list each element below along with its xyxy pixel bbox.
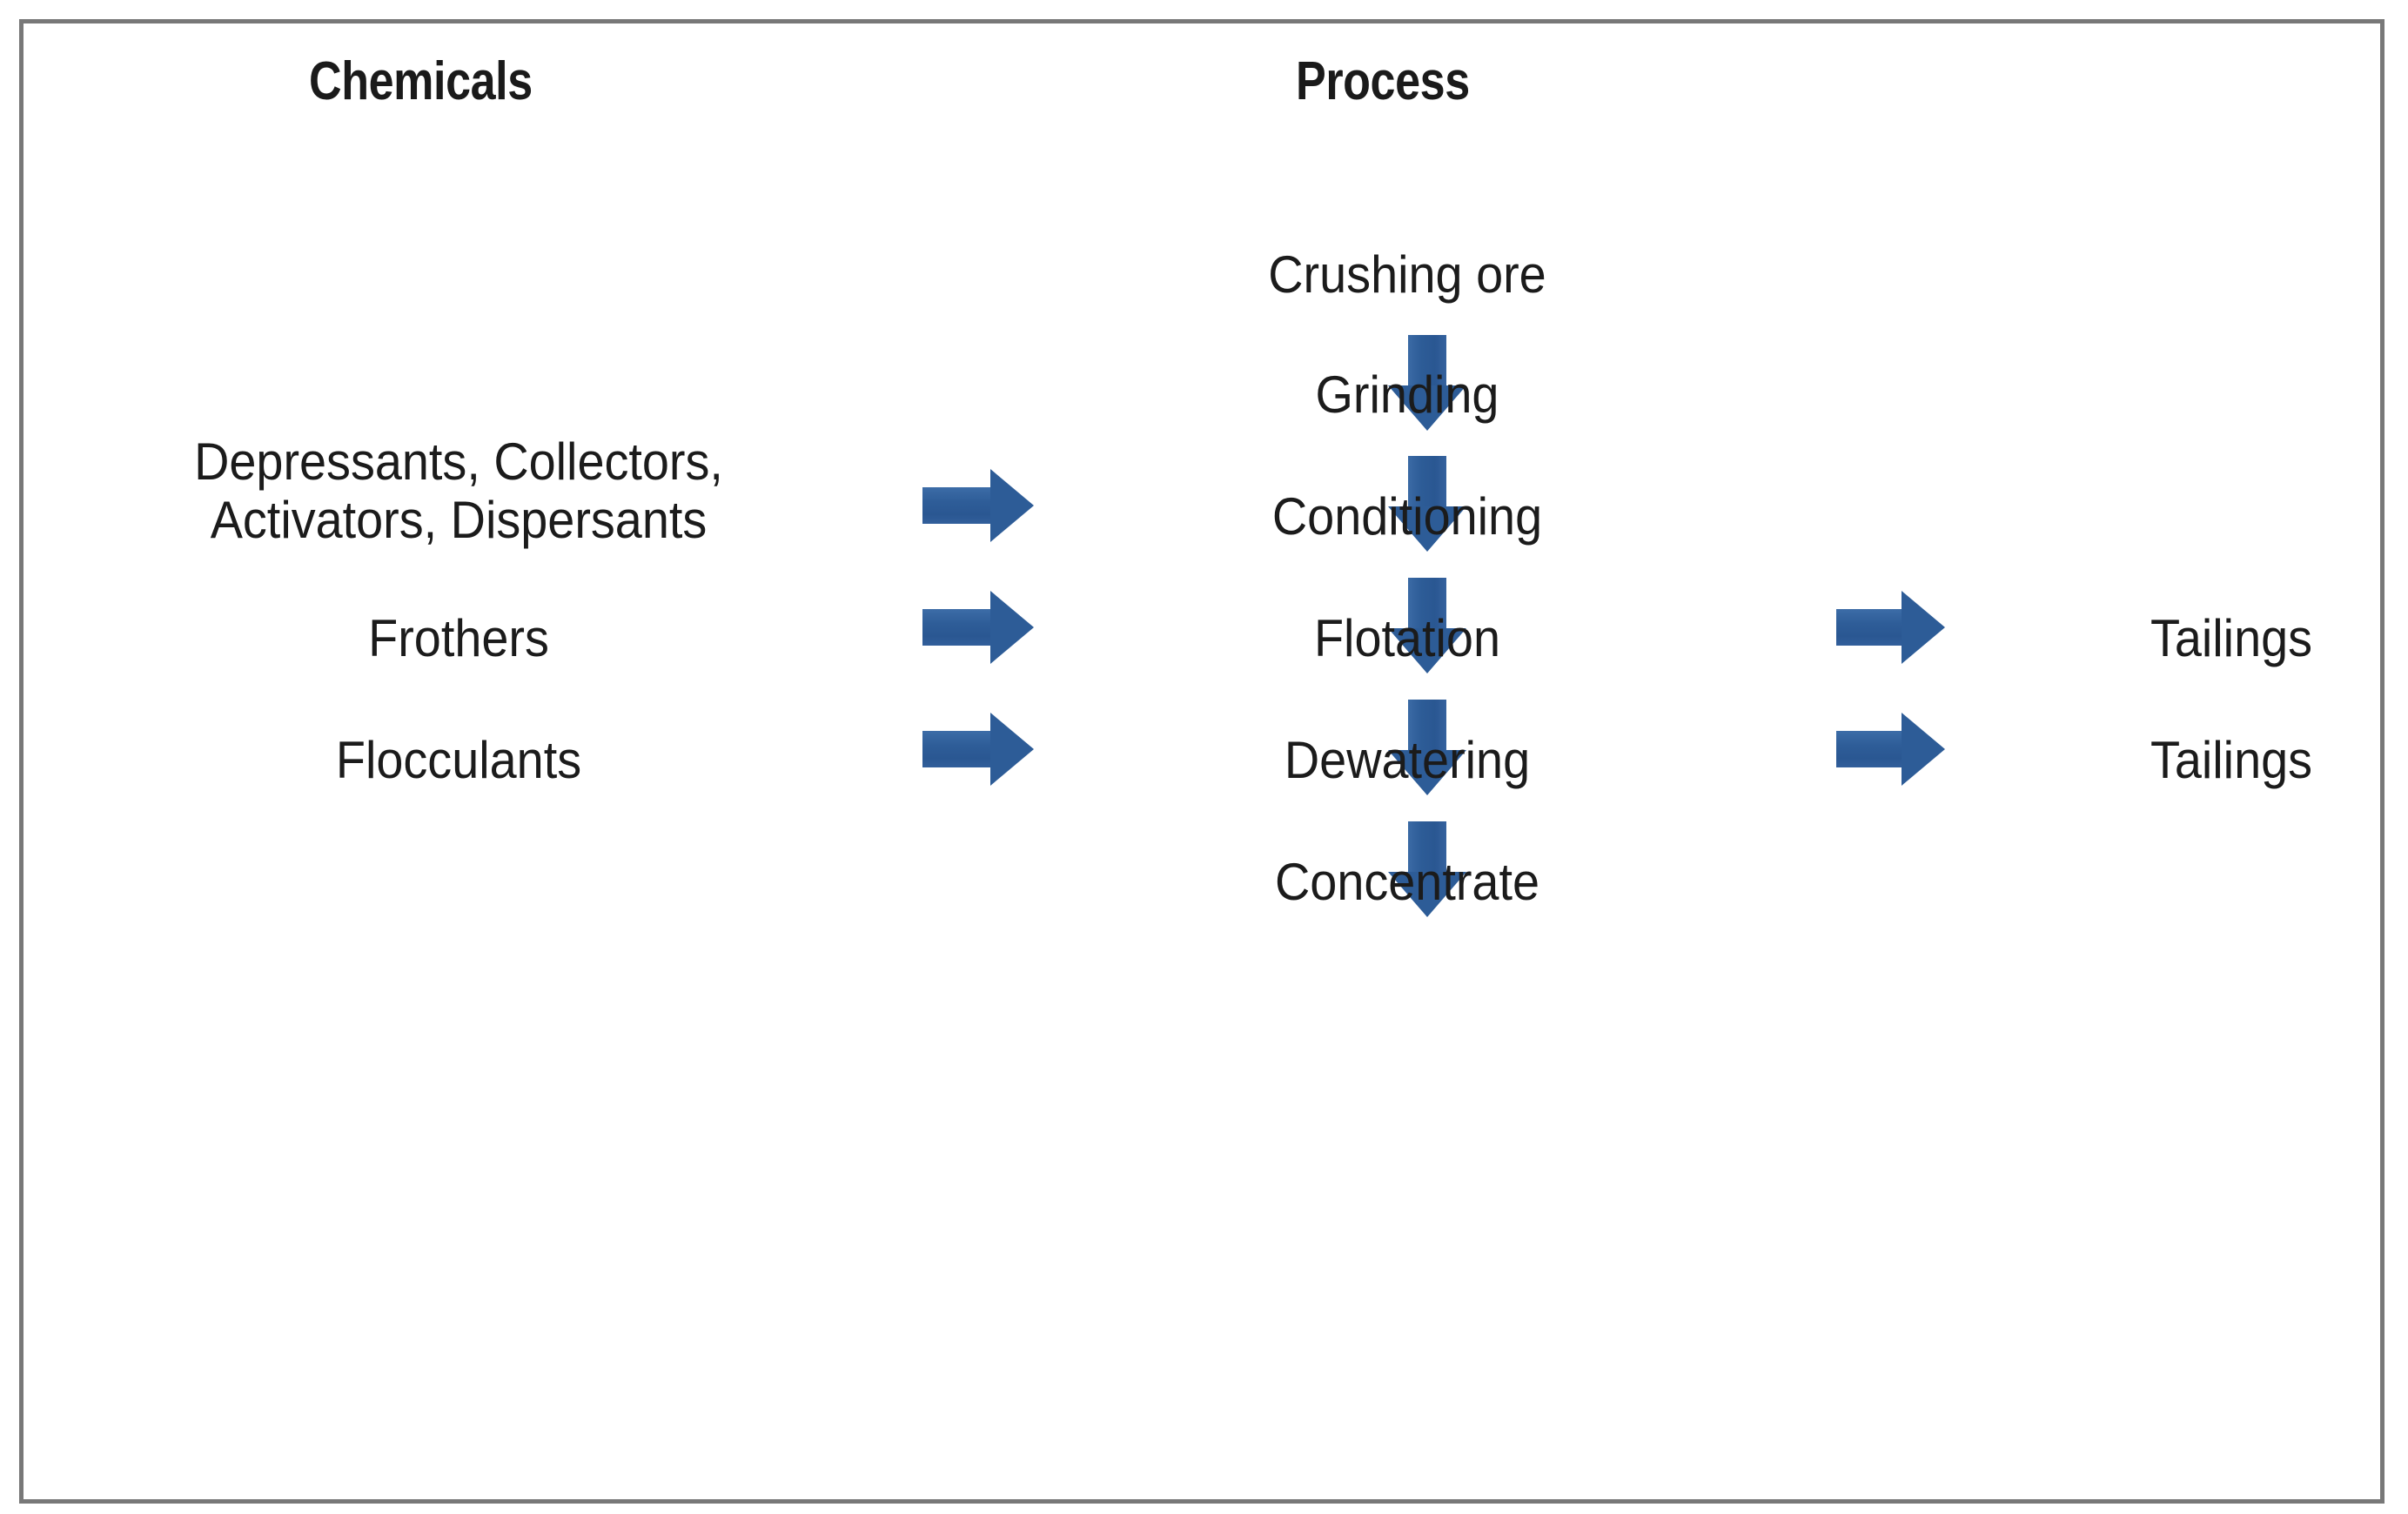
arrow-down-icon-flotation-to-dewatering	[1388, 700, 1466, 795]
arrow-right-icon-depressants-to-conditioning	[922, 469, 1034, 542]
arrow-right-icon-dewatering-to-tailings	[1836, 713, 1945, 786]
chemical-input-depressants-collectors: Depressants, Collectors, Activators, Dis…	[95, 432, 823, 549]
process-node-concentrate: Concentrate	[1275, 853, 1539, 911]
output-node-tailings-flotation: Tailings	[2150, 609, 2313, 667]
process-node-conditioning: Conditioning	[1271, 487, 1543, 546]
process-node-dewatering: Dewatering	[1284, 731, 1531, 789]
process-node-flotation: Flotation	[1313, 609, 1501, 667]
column-header-process: Process	[1296, 51, 1470, 111]
chemical-input-frothers: Frothers	[368, 609, 549, 667]
chemical-input-flocculants: Flocculants	[335, 731, 582, 789]
arrow-right-icon-flotation-to-tailings	[1836, 591, 1945, 664]
output-node-tailings-dewatering: Tailings	[2150, 731, 2313, 789]
chemical-input-line-2: Activators, Dispersants	[210, 491, 708, 550]
arrow-right-icon-flocculants-to-dewatering	[922, 713, 1034, 786]
arrow-down-icon-conditioning-to-flotation	[1388, 578, 1466, 673]
process-node-grinding: Grinding	[1315, 365, 1499, 424]
column-header-chemicals: Chemicals	[309, 51, 533, 111]
arrow-right-icon-frothers-to-flotation	[922, 591, 1034, 664]
diagram-frame: Chemicals Process Crushing ore Grinding …	[19, 19, 2385, 1504]
arrow-down-icon-crushing-to-grinding	[1388, 335, 1466, 431]
arrow-down-icon-dewatering-to-concentrate	[1388, 821, 1466, 917]
chemical-input-line-1: Depressants, Collectors,	[194, 432, 723, 491]
arrow-down-icon-grinding-to-conditioning	[1388, 456, 1466, 552]
process-node-crushing-ore: Crushing ore	[1268, 245, 1546, 304]
